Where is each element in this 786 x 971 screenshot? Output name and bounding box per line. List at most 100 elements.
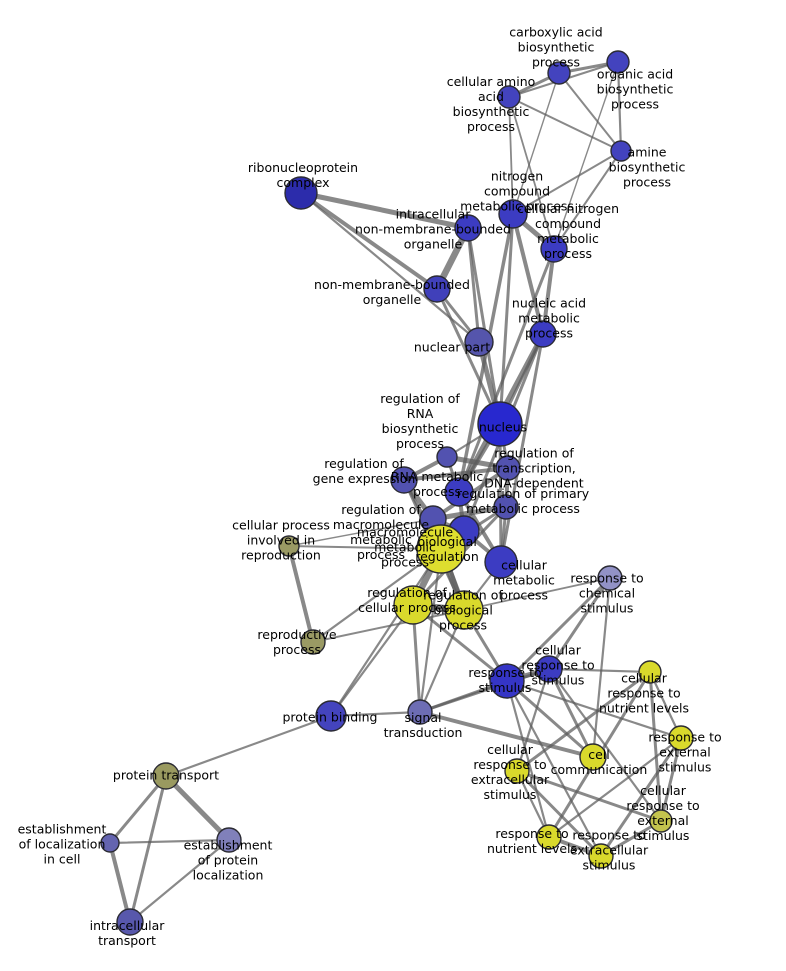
edge-amine_biosynthetic_process--cellular_nitrogen_compound_metabolic_process[interactable] [553, 150, 622, 250]
node-response_to_extracellular_stimulus[interactable] [588, 843, 614, 869]
edge-response_to_stimulus--cell_communication[interactable] [505, 679, 595, 759]
edge-response_to_stimulus--response_to_external_stimulus[interactable] [505, 679, 683, 740]
node-regulation_of_gene_expression[interactable] [390, 466, 418, 494]
edge-cellular_nitrogen_compound_metabolic_process--rna_metabolic_process[interactable] [457, 247, 556, 494]
edge-cellular_response_to_nutrient_levels--cellular_response_to_extracellular_stimulus[interactable] [515, 670, 652, 773]
edge-organic_acid_biosynthetic_process--amine_biosynthetic_process[interactable] [616, 60, 623, 153]
edge-cellular_process_involved_in_reproduction--regulation_of_macromolecule_metabolic_process[interactable] [288, 518, 434, 547]
node-non_membrane_bounded_organelle[interactable] [423, 275, 451, 303]
edge-amine_biosynthetic_process--nitrogen_compound_metabolic_process[interactable] [512, 150, 622, 215]
node-establishment_of_protein_localization[interactable] [216, 827, 242, 853]
node-protein_binding[interactable] [315, 700, 347, 732]
node-cellular_response_to_extracellular_stimulus[interactable] [504, 758, 530, 784]
edge-cellular_response_to_extracellular_stimulus--cellular_response_to_external_stimulus[interactable] [515, 769, 663, 823]
edge-establishment_of_protein_localization--establishment_of_localization_in_cell[interactable] [108, 838, 231, 845]
node-nitrogen_compound_metabolic_process[interactable] [498, 199, 528, 229]
edge-cellular_process_involved_in_reproduction--reproductive_process[interactable] [287, 544, 315, 644]
node-response_to_external_stimulus[interactable] [668, 725, 694, 751]
edge-cellular_amino_acid_biosynthetic_process--cellular_nitrogen_compound_metabolic_process[interactable] [508, 96, 555, 250]
node-regulation_of_cellular_process[interactable] [393, 585, 433, 625]
node-response_to_nutrient_levels[interactable] [536, 824, 562, 850]
edge-cellular_metabolic_process--nucleus[interactable] [498, 422, 503, 564]
edge-protein_transport--establishment_of_protein_localization[interactable] [163, 773, 232, 843]
edge-establishment_of_protein_localization--intracellular_transport[interactable] [128, 838, 231, 924]
edge-cellular_response_to_stimulus--cell_communication[interactable] [547, 667, 595, 759]
edge-protein_binding--protein_transport[interactable] [164, 714, 333, 778]
edge-cellular_response_to_stimulus--cellular_response_to_nutrient_levels[interactable] [547, 667, 652, 674]
edge-protein_binding--regulation_of_cellular_process[interactable] [329, 603, 415, 718]
node-signal_transduction[interactable] [407, 699, 433, 725]
edge-biological_regulation--signal_transduction[interactable] [418, 547, 443, 714]
node-rna_metabolic_process[interactable] [444, 477, 474, 507]
node-cellular_response_to_nutrient_levels[interactable] [638, 660, 662, 684]
node-regulation_of_transcription_dna_dependent[interactable] [495, 455, 521, 481]
edge-response_to_chemical_stimulus--regulation_of_biological_process[interactable] [463, 577, 611, 611]
edge-nucleic_acid_metabolic_process--cellular_metabolic_process[interactable] [499, 332, 545, 564]
edge-nitrogen_compound_metabolic_process--nucleic_acid_metabolic_process[interactable] [511, 212, 545, 336]
edge-response_to_stimulus--response_to_chemical_stimulus[interactable] [505, 576, 612, 683]
edge-response_to_chemical_stimulus--cell_communication[interactable] [591, 576, 612, 759]
node-regulation_of_biological_process[interactable] [444, 590, 484, 630]
node-nucleus[interactable] [477, 401, 523, 447]
node-protein_transport[interactable] [152, 762, 180, 790]
node-ribonucleoprotein_complex[interactable] [284, 176, 318, 210]
node-cellular_nitrogen_compound_metabolic_process[interactable] [540, 235, 568, 263]
node-cellular_response_to_stimulus[interactable] [535, 655, 563, 683]
edge-non_membrane_bounded_organelle--nucleus[interactable] [435, 287, 502, 426]
edge-response_to_external_stimulus--cellular_response_to_external_stimulus[interactable] [659, 736, 683, 823]
node-cellular_amino_acid_biosynthetic_process[interactable] [497, 85, 521, 109]
edge-nitrogen_compound_metabolic_process--nucleus[interactable] [498, 212, 515, 426]
node-intracellular_transport[interactable] [116, 908, 144, 936]
node-reproductive_process[interactable] [300, 629, 326, 655]
node-nucleic_acid_metabolic_process[interactable] [529, 320, 557, 348]
edge-cellular_process_involved_in_reproduction--biological_regulation[interactable] [288, 545, 442, 550]
edge-protein_binding--biological_regulation[interactable] [329, 547, 443, 718]
edge-intracellular_non_membrane_bounded_organelle--nucleus[interactable] [466, 226, 502, 426]
edge-ribonucleoprotein_complex--intracellular_non_membrane_bounded_organelle[interactable] [298, 190, 471, 231]
edge-response_to_external_stimulus--response_to_nutrient_levels[interactable] [547, 736, 683, 839]
node-regulation_of_primary_metabolic_process[interactable] [493, 494, 519, 520]
node-regulation_of_rna_biosynthetic_process[interactable] [436, 446, 458, 468]
node-amine_biosynthetic_process[interactable] [610, 140, 632, 162]
edge-carboxylic_acid_biosynthetic_process--nitrogen_compound_metabolic_process[interactable] [512, 72, 560, 215]
edge-cellular_response_to_stimulus--cellular_response_to_extracellular_stimulus[interactable] [515, 667, 551, 773]
edge-protein_transport--intracellular_transport[interactable] [128, 774, 168, 924]
edge-response_to_stimulus--response_to_extracellular_stimulus[interactable] [505, 679, 603, 858]
node-label-nucleus: nucleus [479, 419, 527, 434]
edge-cellular_response_to_stimulus--response_to_chemical_stimulus[interactable] [547, 576, 612, 671]
node-intracellular_non_membrane_bounded_organelle[interactable] [454, 214, 482, 242]
node-nuclear_part[interactable] [464, 327, 494, 357]
edge-cellular_response_to_extracellular_stimulus--response_to_extracellular_stimulus[interactable] [515, 769, 603, 858]
node-establishment_of_localization_in_cell[interactable] [100, 833, 120, 853]
node-cellular_metabolic_process[interactable] [484, 545, 518, 579]
node-response_to_chemical_stimulus[interactable] [597, 565, 623, 591]
edge-cell_communication--signal_transduction[interactable] [418, 710, 595, 759]
edge-protein_transport--establishment_of_localization_in_cell[interactable] [108, 774, 168, 845]
edge-organic_acid_biosynthetic_process--cellular_nitrogen_compound_metabolic_process[interactable] [553, 61, 619, 250]
node-biological_regulation[interactable] [416, 524, 466, 574]
edge-reproductive_process--biological_regulation[interactable] [311, 547, 443, 644]
node-response_to_stimulus[interactable] [489, 663, 525, 699]
node-cellular_response_to_external_stimulus[interactable] [649, 809, 673, 833]
edge-cellular_response_to_nutrient_levels--cellular_response_to_external_stimulus[interactable] [648, 670, 663, 823]
node-organic_acid_biosynthetic_process[interactable] [606, 50, 630, 74]
edge-carboxylic_acid_biosynthetic_process--amine_biosynthetic_process[interactable] [558, 72, 622, 152]
edge-cellular_nitrogen_compound_metabolic_process--nucleic_acid_metabolic_process[interactable] [541, 247, 556, 336]
edge-cellular_response_to_stimulus--signal_transduction[interactable] [418, 667, 551, 714]
edge-ribonucleoprotein_complex--non_membrane_bounded_organelle[interactable] [299, 191, 439, 291]
edge-response_to_stimulus--response_to_nutrient_levels[interactable] [505, 679, 551, 839]
edge-cellular_amino_acid_biosynthetic_process--nitrogen_compound_metabolic_process[interactable] [508, 96, 514, 215]
node-cellular_process_involved_in_reproduction[interactable] [278, 535, 300, 557]
node-carboxylic_acid_biosynthetic_process[interactable] [547, 61, 571, 85]
edge-regulation_of_transcription_dna_dependent--regulation_of_gene_expression[interactable] [402, 466, 510, 482]
node-cell_communication[interactable] [579, 743, 607, 771]
edge-reproductive_process--regulation_of_biological_process[interactable] [312, 609, 465, 643]
edge-response_to_external_stimulus--response_to_extracellular_stimulus[interactable] [599, 736, 683, 858]
edge-cellular_amino_acid_biosynthetic_process--amine_biosynthetic_process[interactable] [508, 96, 622, 152]
